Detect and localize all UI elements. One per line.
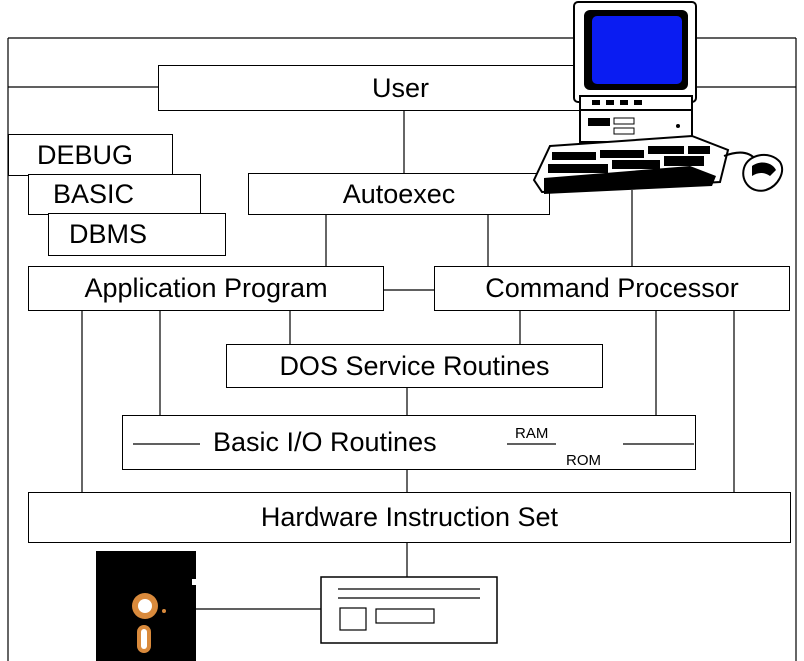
debug-label: DEBUG [37, 139, 134, 170]
autoexec-label: Autoexec [342, 178, 456, 209]
dbms-box: DBMS [48, 213, 226, 256]
basic-io-routines-box: Basic I/O Routines [122, 415, 696, 470]
rom-label: ROM [566, 452, 601, 469]
ram-label: RAM [515, 425, 549, 442]
basic-box: BASIC [28, 174, 201, 215]
hardware-instruction-set-label: Hardware Instruction Set [260, 502, 559, 532]
dos-service-routines-label: DOS Service Routines [279, 350, 550, 381]
floppy-disk-icon [96, 551, 196, 661]
application-program-label: Application Program [84, 273, 328, 303]
basic-io-routines-label: Basic I/O Routines [213, 427, 437, 457]
basic-label: BASIC [53, 179, 135, 209]
disk-drive-icon [320, 576, 498, 644]
user-box: User [158, 65, 643, 111]
command-processor-label: Command Processor [485, 273, 739, 303]
debug-box: DEBUG [8, 134, 173, 176]
autoexec-box: Autoexec [248, 173, 550, 215]
application-program-box: Application Program [28, 266, 384, 311]
dbms-label: DBMS [69, 219, 148, 249]
computer-icon [532, 1, 784, 194]
dos-service-routines-box: DOS Service Routines [226, 344, 603, 388]
user-label: User [371, 72, 429, 103]
hardware-instruction-set-box: Hardware Instruction Set [28, 492, 791, 543]
command-processor-box: Command Processor [434, 266, 790, 311]
